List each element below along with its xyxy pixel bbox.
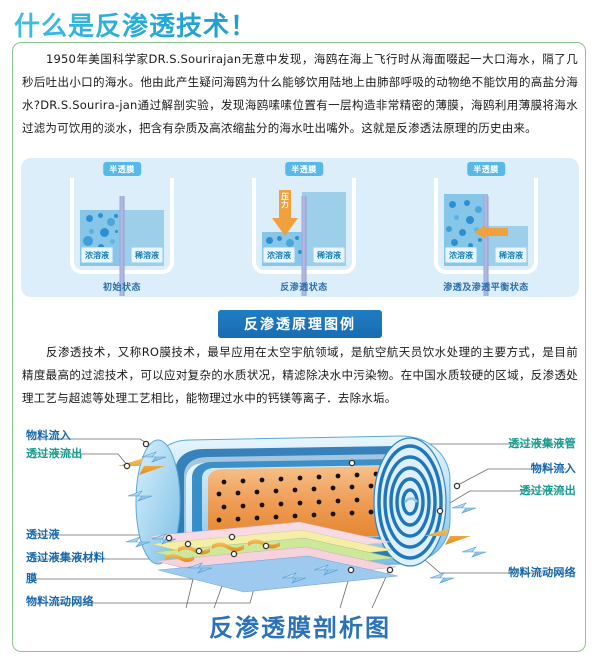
beaker-caption: 初始状态 [102,283,141,293]
beaker-reverse-osmosis-state: 半透膜 压力 [211,158,397,297]
label-permeate-carrier: 透过液集液材料 [26,551,106,564]
pressure-arrow-icon: 压力 [272,190,298,236]
ro-diagram-svg [33,435,566,609]
semipermeable-membrane [119,196,125,296]
dilute-label: 稀溶液 [131,247,163,263]
spiral-end-cap [373,437,447,567]
label-permeate: 透过液 [26,528,60,541]
label-permeate-outflow-left: 透过液流出 [26,447,83,460]
membrane-badge: 半透膜 [467,162,505,176]
pressure-label: 压力 [281,192,289,209]
label-membrane: 膜 [26,572,38,585]
page-title: 什么是反渗透技术！ [14,6,257,43]
membrane-layers [149,521,399,593]
beaker-glass: 浓溶液 稀溶液 [70,178,174,296]
beaker-caption: 渗透及渗透平衡状态 [443,283,529,293]
semipermeable-membrane [301,196,307,296]
label-permeate-outflow-right: 透过液流出 [519,484,576,497]
label-feed-spacer-left: 物料流动网络 [26,595,94,608]
beaker-caption: 反渗透状态 [280,283,328,293]
beaker-osmosis-equilibrium-state: 半透膜 [393,158,579,297]
semipermeable-membrane [483,196,489,296]
perforation-dots [216,471,379,523]
beaker-glass: 压力 浓溶液 稀溶液 [252,178,356,296]
principle-paragraph: 反渗透技术，又称RO膜技术，最早应用在太空宇航领域，是航空航天员饮水处理的主要方… [22,345,578,405]
beaker-initial-state: 半透膜 浓溶液 稀溶液 初始状态 [29,158,215,297]
osmosis-figure: 半透膜 浓溶液 稀溶液 初始状态 [21,158,579,297]
callout-markers [123,440,461,574]
dilute-label: 稀溶液 [313,247,345,263]
dilute-label: 稀溶液 [495,247,527,263]
label-material-inflow-left: 物料流入 [26,429,72,442]
label-permeate-collection-tube: 透过液集液管 [508,437,576,450]
label-material-inflow-right: 物料流入 [530,462,576,475]
permeate-arrows [118,458,471,545]
ro-diagram-title: 反渗透膜剖析图 [209,614,391,642]
principle-banner: 反渗透原理图例 [218,310,382,338]
osmotic-flow-arrow-icon [474,224,508,239]
beaker-glass: 浓溶液 稀溶液 [434,178,538,296]
concentrated-label: 浓溶液 [81,247,113,263]
label-feed-spacer-right: 物料流动网络 [508,566,576,579]
concentrated-label: 浓溶液 [445,247,477,263]
concentrated-label: 浓溶液 [263,247,295,263]
flow-arrows [125,451,487,584]
ro-membrane-cross-section: 物料流入 透过液流出 透过液 透过液集液材料 膜 物料流动网络 透过液集液管 物… [0,418,600,618]
membrane-badge: 半透膜 [103,162,141,176]
membrane-badge: 半透膜 [285,162,323,176]
intro-paragraph: 1950年美国科学家DR.S.Sourirajan无意中发现，海鸥在海上飞行时从… [22,52,578,135]
